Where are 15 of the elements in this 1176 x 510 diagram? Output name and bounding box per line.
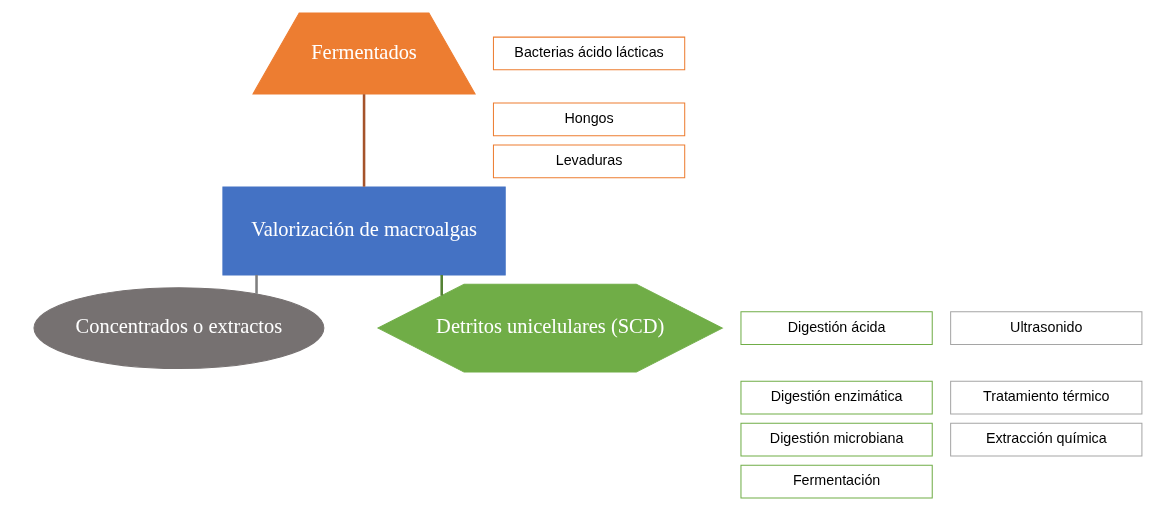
node-box: Extracción química (950, 422, 1143, 456)
node-box: Digestión enzimática (740, 380, 933, 415)
node-box: Digestión microbiana (740, 422, 933, 456)
node-ellipse: Concentrados o extractos (33, 286, 325, 369)
node-box: Levaduras (492, 144, 686, 178)
node-box: Bacterias ácido lácticas (492, 36, 686, 70)
node-box: Tratamiento térmico (950, 380, 1143, 415)
node-box: Fermentación (740, 464, 933, 498)
connector (440, 274, 443, 296)
node-box: Ultrasonido (950, 310, 1143, 345)
node-box: Valorización de macroalgas (222, 185, 506, 275)
connector (255, 274, 258, 294)
node-box: Hongos (492, 102, 686, 136)
node-box: Digestión ácida (740, 310, 933, 345)
connector (362, 93, 366, 187)
